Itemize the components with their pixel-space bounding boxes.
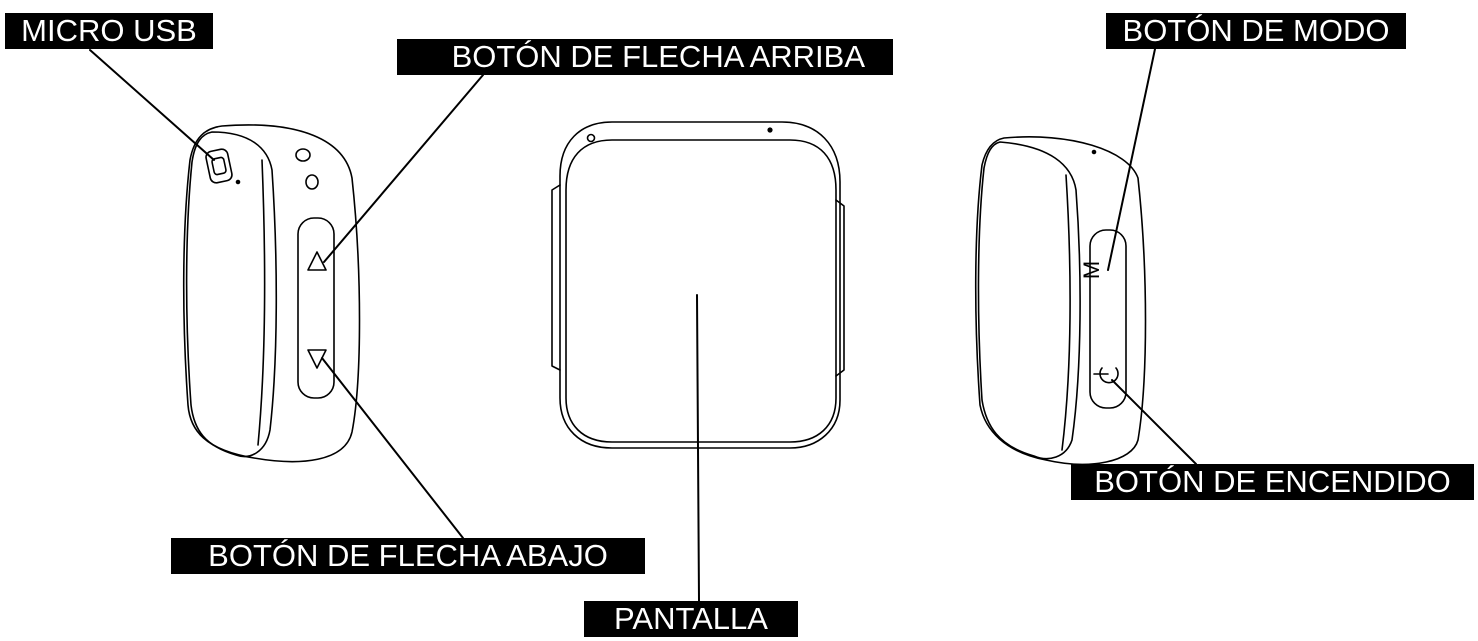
leader-mode bbox=[1107, 48, 1156, 271]
center-device-outer bbox=[559, 121, 841, 449]
leader-power bbox=[1111, 379, 1197, 465]
mode-power-button-strip bbox=[1089, 229, 1127, 409]
up-arrow-icon bbox=[307, 251, 327, 271]
right-device: M bbox=[974, 136, 1147, 466]
right-device-inner-edge bbox=[1061, 174, 1071, 451]
down-arrow-icon bbox=[307, 349, 327, 369]
right-device-body bbox=[974, 136, 1147, 466]
power-button-label-text: BOTÓN DE ENCENDIDO bbox=[1094, 464, 1451, 499]
center-device bbox=[551, 121, 845, 449]
left-device-inner-edge bbox=[257, 159, 266, 446]
arrow-button-strip bbox=[297, 217, 335, 399]
micro-usb-port bbox=[205, 148, 233, 184]
screen-label-text: PANTALLA bbox=[614, 601, 768, 636]
leader-lines bbox=[89, 48, 1197, 602]
mode-button-label-text: BOTÓN DE MODO bbox=[1122, 13, 1390, 48]
mode-button-label: BOTÓN DE MODO bbox=[1106, 13, 1406, 49]
micro-usb-label-text: MICRO USB bbox=[21, 13, 197, 48]
screen-label: PANTALLA bbox=[584, 601, 798, 637]
power-button-label: BOTÓN DE ENCENDIDO bbox=[1071, 464, 1474, 500]
screen bbox=[565, 139, 837, 443]
down-arrow-button-label: BOTÓN DE FLECHA ABAJO bbox=[171, 538, 645, 574]
leader-screen bbox=[696, 294, 700, 602]
center-side-buttons-left bbox=[551, 184, 561, 371]
down-arrow-button-label-text: BOTÓN DE FLECHA ABAJO bbox=[208, 538, 608, 573]
power-icon bbox=[1093, 367, 1119, 384]
micro-usb-label: MICRO USB bbox=[5, 13, 213, 49]
left-device-face bbox=[185, 131, 278, 458]
left-device-body bbox=[182, 124, 361, 463]
leader-down-arrow bbox=[321, 357, 464, 539]
up-arrow-button-label: BOTÓN DE FLECHA ARRIBA bbox=[397, 39, 893, 75]
left-device bbox=[182, 124, 361, 463]
mode-button-mark: M bbox=[1079, 261, 1104, 279]
up-arrow-button-label-text: BOTÓN DE FLECHA ARRIBA bbox=[451, 39, 865, 74]
right-device-face bbox=[977, 141, 1081, 460]
leader-up-arrow bbox=[323, 74, 484, 263]
leader-micro-usb bbox=[89, 49, 215, 161]
